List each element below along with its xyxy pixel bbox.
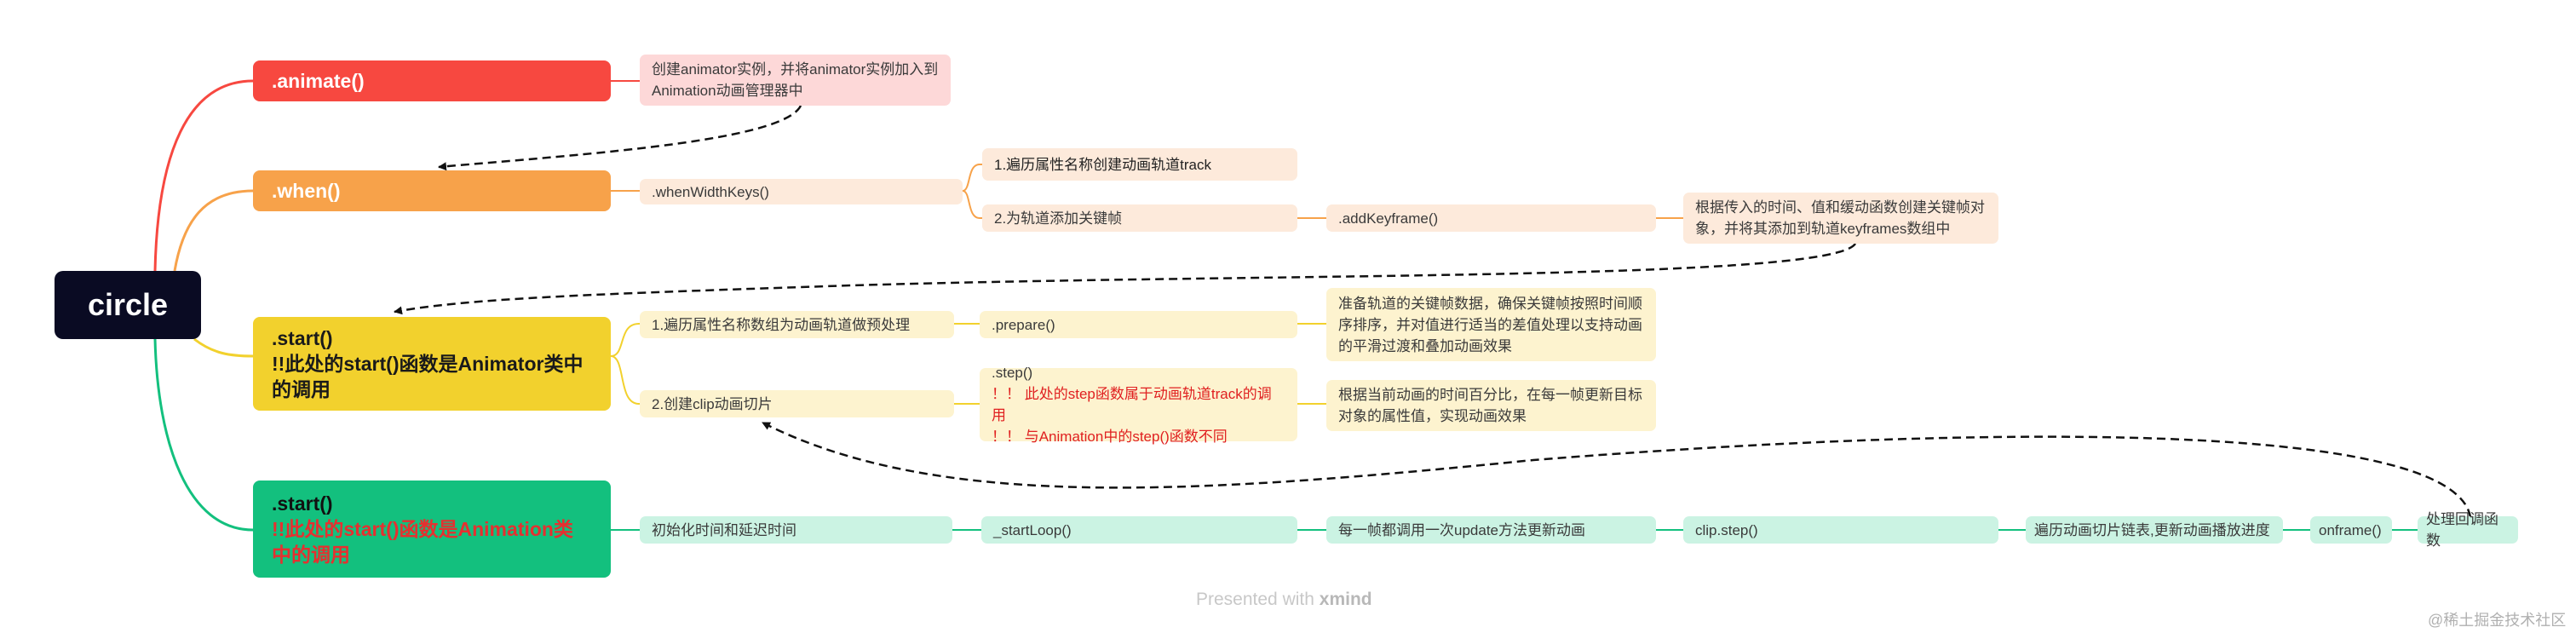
- when-branch2-node[interactable]: 2.为轨道添加关键帧: [982, 204, 1297, 232]
- start1-branch2-node[interactable]: 2.创建clip动画切片: [640, 390, 954, 417]
- when-node[interactable]: .when(): [253, 170, 611, 211]
- watermark: @稀土掘金技术社区: [2428, 612, 2567, 629]
- root-node[interactable]: circle: [55, 271, 201, 339]
- traverse-clips-node[interactable]: 遍历动画切片链表,更新动画播放进度: [2026, 516, 2283, 544]
- animate-desc-node[interactable]: 创建animator实例，并将animator实例加入到Animation动画管…: [640, 55, 951, 106]
- start-animator-node[interactable]: .start() !!此处的start()函数是Animator类中的调用: [253, 317, 611, 411]
- callback-node[interactable]: 处理回调函数: [2418, 511, 2518, 549]
- presented-with-footer: Presented with xmind: [1196, 590, 1372, 609]
- prepare-desc-node[interactable]: 准备轨道的关键帧数据，确保关键帧按照时间顺序排序，并对值进行适当的差值处理以支持…: [1326, 288, 1656, 361]
- when-branch1-node[interactable]: 1.遍历属性名称创建动画轨道track: [982, 148, 1297, 181]
- prepare-node[interactable]: .prepare(): [980, 311, 1297, 338]
- add-keyframe-desc-node[interactable]: 根据传入的时间、值和缓动函数创建关键帧对象，并将其添加到轨道keyframes数…: [1683, 193, 1998, 244]
- update-each-frame-node[interactable]: 每一帧都调用一次update方法更新动画: [1326, 516, 1656, 544]
- start-animation-node[interactable]: .start() !!此处的start()函数是Animation类中的调用: [253, 481, 611, 578]
- xmind-brand: xmind: [1319, 590, 1372, 609]
- onframe-node[interactable]: onframe(): [2310, 516, 2392, 544]
- track-step-desc-node[interactable]: 根据当前动画的时间百分比，在每一帧更新目标对象的属性值，实现动画效果: [1326, 380, 1656, 431]
- start-loop-node[interactable]: _startLoop(): [981, 516, 1297, 544]
- start1-branch1-node[interactable]: 1.遍历属性名称数组为动画轨道做预处理: [640, 311, 954, 338]
- init-time-node[interactable]: 初始化时间和延迟时间: [640, 516, 952, 544]
- when-widthkeys-node[interactable]: .whenWidthKeys(): [640, 179, 963, 204]
- animate-node[interactable]: .animate(): [253, 60, 611, 101]
- add-keyframe-node[interactable]: .addKeyframe(): [1326, 204, 1656, 232]
- track-step-node[interactable]: .step() ！！ 此处的step函数属于动画轨道track的调用 ！！ 与A…: [980, 365, 1297, 445]
- clip-step-node[interactable]: clip.step(): [1683, 516, 1998, 544]
